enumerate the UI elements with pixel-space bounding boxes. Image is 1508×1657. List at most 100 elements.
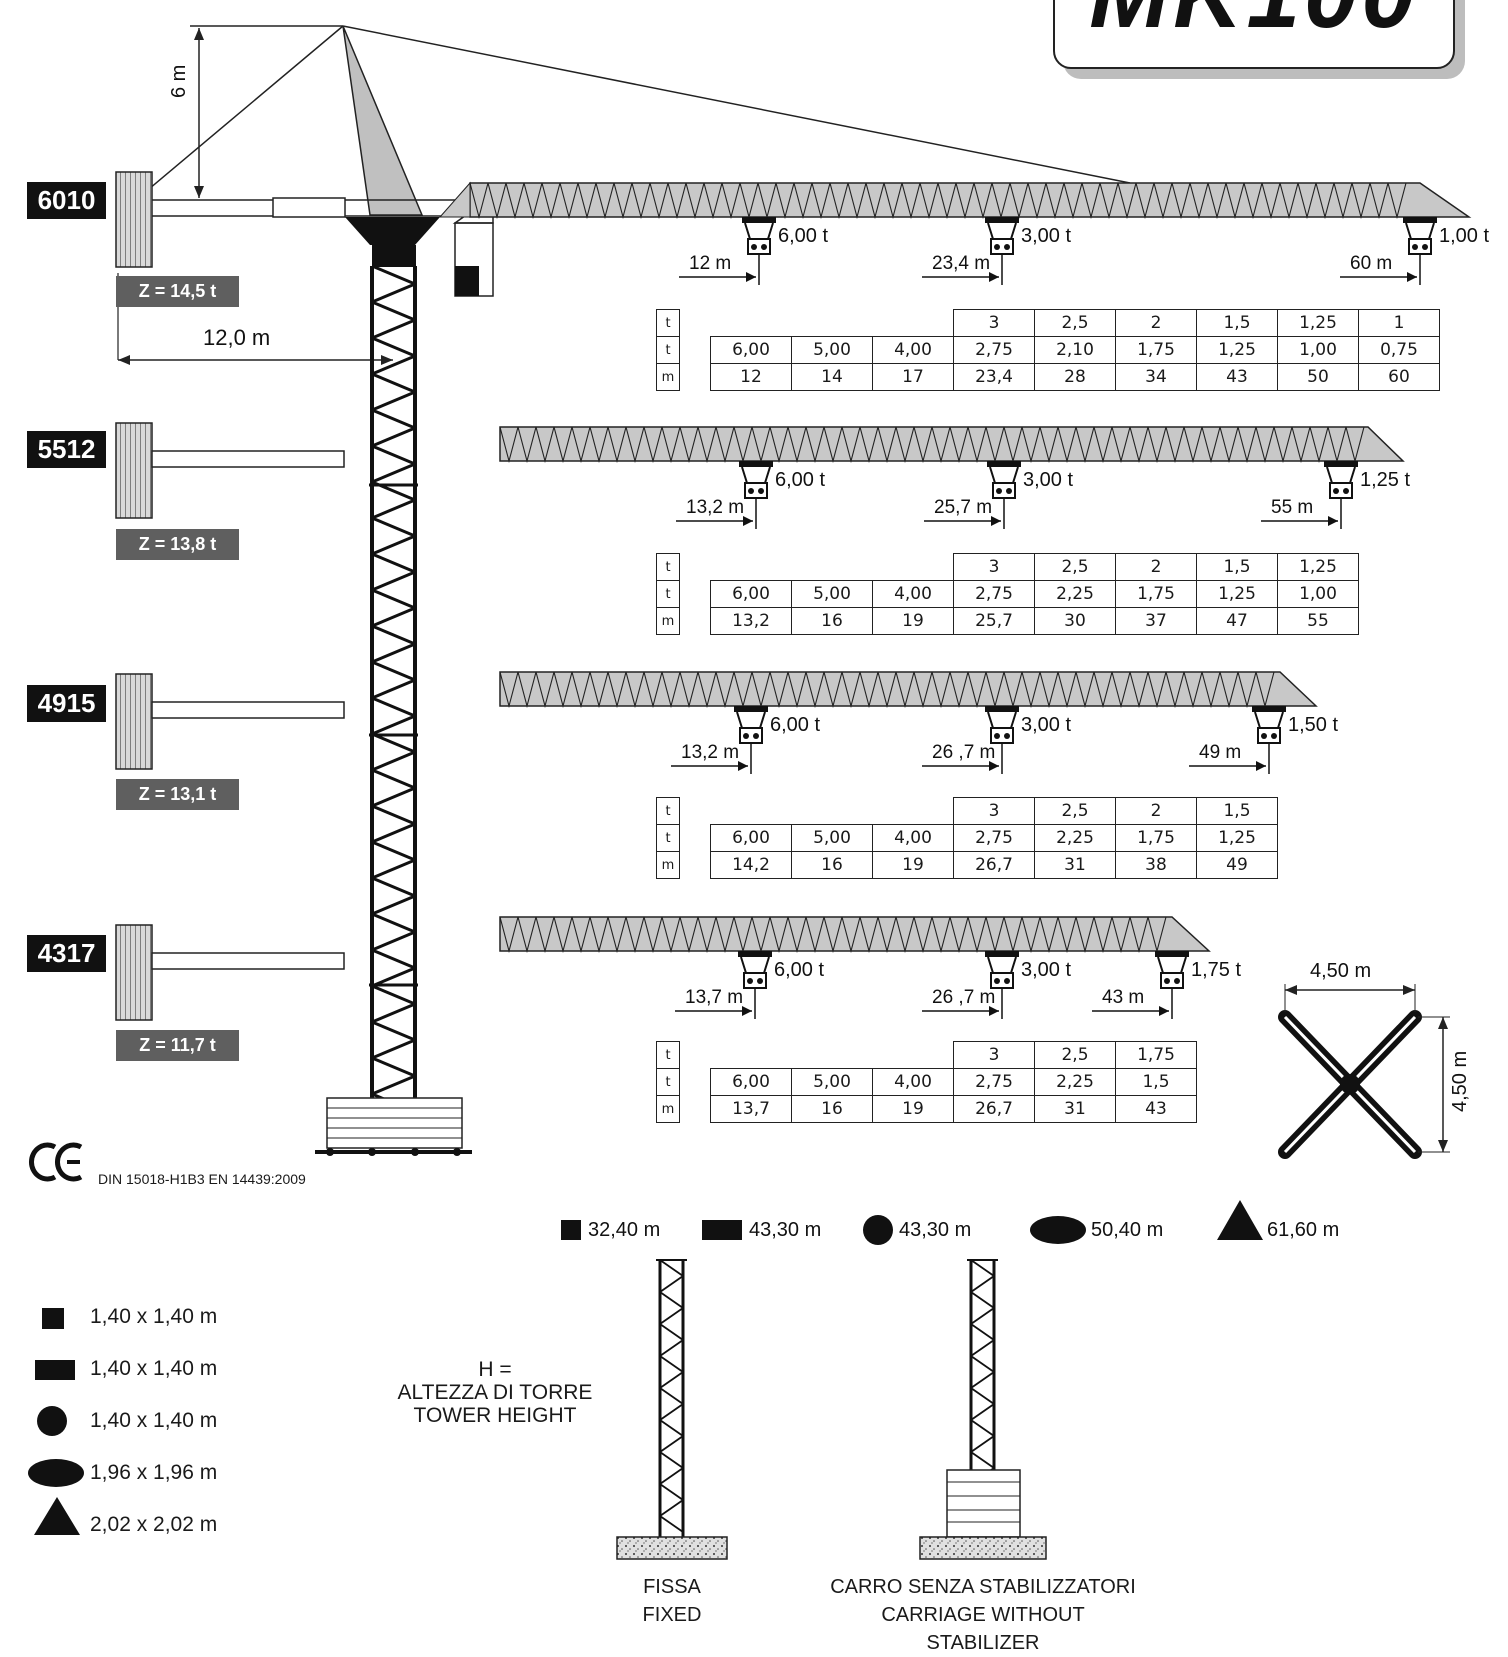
table-cell: 55 [1277,607,1359,635]
table-cell: 28 [1034,363,1116,391]
trolley-distance-6010-3: 60 m [1350,253,1393,274]
table-cell: 2,5 [1034,309,1116,337]
trolley-6010-1 [679,217,776,285]
table-cell: 30 [1034,607,1116,635]
table-cell: 31 [1034,1095,1116,1123]
table-cell: 4,00 [872,580,954,608]
counter-jib-radius-label: 12,0 m [203,325,271,350]
unit-cell: t [656,309,680,337]
top-jib-assembly [115,25,1131,365]
table-cell: 5,00 [791,824,873,852]
table-cell: 2 [1115,309,1197,337]
jib-label-5512: 5512 [27,431,106,468]
unit-cell: t [656,797,680,825]
trolley-distance-4915-1: 13,2 m [681,742,740,763]
unit-cell: t [656,1041,680,1069]
trolley-load-4915-1: 6,00 t [770,714,821,736]
tower-height-4: 50,40 m [1091,1219,1164,1241]
table-cell: 1,75 [1115,1041,1197,1069]
norms-text: DIN 15018-H1B3 EN 14439:2009 [98,1171,306,1187]
caption-line-3: TOWER HEIGHT [413,1404,577,1427]
table-cell: 1 [1358,309,1440,337]
table-cell: 1,75 [1115,336,1197,364]
table-cell: 43 [1115,1095,1197,1123]
table-cell: 1,25 [1277,309,1359,337]
trolley-4317-1 [675,951,772,1019]
table-cell: 16 [791,607,873,635]
table-cell: 2,10 [1034,336,1116,364]
unit-cell: t [656,824,680,852]
table-cell: 5,00 [791,580,873,608]
trolley-4317-2 [922,951,1019,1019]
table-cell: 60 [1358,363,1440,391]
tower-height-2: 43,30 m [749,1219,822,1241]
counterweight-5512: Z = 13,8 t [116,529,239,560]
table-cell: 2,75 [953,824,1035,852]
counter-jib-4915 [115,673,345,770]
base-footprint-cross [1278,984,1450,1159]
counterweight-6010: Z = 14,5 t [116,276,239,307]
rectangle-symbol [702,1220,742,1240]
carriage-ballast [946,1469,1021,1538]
carriage-foundation [919,1536,1047,1560]
base-size-symbols [28,1308,84,1535]
trolley-distance-5512-1: 13,2 m [686,497,745,518]
jib-label-4317: 4317 [27,935,106,972]
trolley-5512-2 [924,461,1021,529]
counter-jib-4317 [115,924,345,1021]
table-cell: 4,00 [872,824,954,852]
table-cell: 2,5 [1034,553,1116,581]
unit-cell: t [656,553,680,581]
jib-label-4915: 4915 [27,685,106,722]
fixed-line-2: FIXED [642,1604,702,1626]
table-cell: 50 [1277,363,1359,391]
model-name: MK100 [1055,0,1453,50]
ce-mark [29,1142,83,1182]
jib-truss-4317 [499,916,1211,954]
fixed-mast [656,1259,687,1537]
table-cell: 2,25 [1034,824,1116,852]
trolley-distance-4317-3: 43 m [1102,987,1145,1008]
unit-cell: t [656,336,680,364]
unit-cell: m [656,363,680,391]
trolley-load-6010-2: 3,00 t [1021,225,1072,247]
foundation-fixed-caption: FISSA FIXED [602,1573,742,1629]
trolley-load-4317-1: 6,00 t [774,959,825,981]
counter-jib-5512 [115,422,345,519]
table-cell: 25,7 [953,607,1035,635]
table-cell: 1,25 [1277,553,1359,581]
trolley-5512-3 [1261,461,1358,529]
tower-height-3: 43,30 m [899,1219,972,1241]
trolley-load-4915-3: 1,50 t [1288,714,1339,736]
base-size-2: 1,40 x 1,40 m [90,1357,218,1380]
table-cell: 13,7 [710,1095,792,1123]
jib-label-6010: 6010 [27,182,106,219]
base-size-5: 2,02 x 2,02 m [90,1513,218,1536]
jib-truss-6010 [438,181,1472,220]
table-cell: 19 [872,851,954,879]
ellipse-symbol [1030,1216,1086,1244]
base-depth-label: 4,50 m [1449,1050,1471,1112]
table-cell: 34 [1115,363,1197,391]
trolley-distance-4317-2: 26 ,7 m [932,987,996,1008]
trolley-markers [671,217,1437,1019]
table-cell: 5,00 [791,336,873,364]
carriage-line-2: CARRIAGE WITHOUT STABILIZER [881,1604,1085,1654]
unit-cell: m [656,607,680,635]
unit-cell: t [656,1068,680,1096]
table-cell: 1,25 [1196,580,1278,608]
base-width-label: 4,50 m [1310,960,1372,982]
table-cell: 19 [872,1095,954,1123]
trolley-load-6010-1: 6,00 t [778,225,829,247]
table-cell: 3 [953,797,1035,825]
